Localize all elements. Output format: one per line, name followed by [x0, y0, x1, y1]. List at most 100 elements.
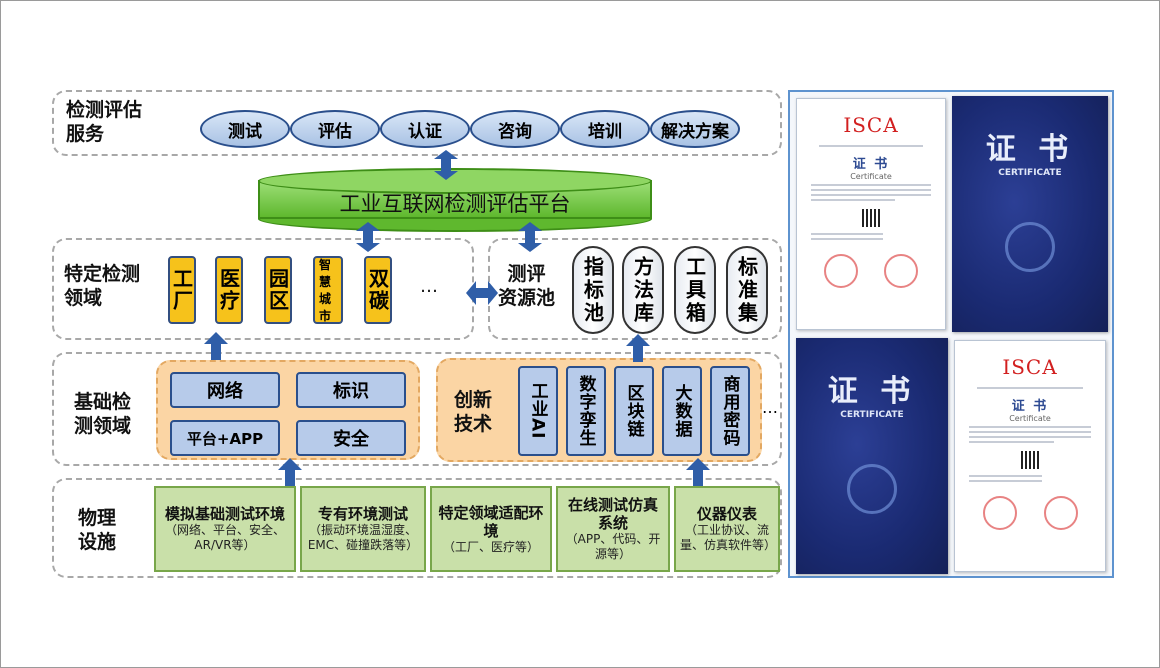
innov-industrial-ai: 工业AI — [518, 366, 558, 456]
facility-domain-sub: （工厂、医疗等） — [442, 539, 539, 554]
basic-identifier: 标识 — [296, 372, 406, 408]
innov-blockchain: 区块链 — [614, 366, 654, 456]
services-row — [52, 90, 782, 156]
facility-dedicated-env: 专有环境测试 （振动环境温湿度、EMC、碰撞跌落等） — [300, 486, 426, 572]
cert-blue-subtitle: CERTIFICATE — [840, 410, 904, 420]
pool-label: 测评 资源池 — [498, 262, 555, 310]
cert-text-line — [811, 238, 883, 240]
pool-toolbox: 工具箱 — [674, 246, 716, 334]
cert-text-line — [969, 436, 1091, 438]
pool-label-line1: 测评 — [507, 263, 546, 285]
services-label-line1: 检测评估 — [66, 99, 143, 121]
certificate-blue-bottom: 证 书 CERTIFICATE — [796, 338, 948, 574]
facility-domain-env: 特定领域适配环境 （工厂、医疗等） — [430, 486, 552, 572]
physical-label-line2: 设施 — [78, 531, 117, 553]
pool-label-line2: 资源池 — [498, 287, 556, 309]
basic-domain-row — [52, 352, 782, 466]
pool-index: 指标池 — [572, 246, 614, 334]
arrow-specific-pool — [466, 281, 498, 305]
facility-online-sub: （APP、代码、开源等） — [565, 532, 661, 561]
arrow-platform-pool — [518, 222, 542, 252]
service-test: 测试 — [200, 110, 290, 148]
domain-medical: 医疗 — [215, 256, 243, 324]
isca-logo: ISCA — [1002, 355, 1058, 379]
basic-label-line1: 基础检 — [74, 391, 132, 413]
innov-commercial-crypto: 商用密码 — [710, 366, 750, 456]
service-solution: 解决方案 — [650, 110, 740, 148]
domain-factory: 工厂 — [168, 256, 196, 324]
pool-method: 方法库 — [622, 246, 664, 334]
arrow-innov-to-pool — [626, 334, 650, 362]
facility-instruments-sub: （工业协议、流量、仿真软件等） — [680, 523, 777, 552]
facility-instruments: 仪器仪表 （工业协议、流量、仿真软件等） — [674, 486, 780, 572]
cert-text-line — [811, 189, 931, 191]
cert-subtitle: Certificate — [850, 172, 892, 181]
service-training: 培训 — [560, 110, 650, 148]
basic-label: 基础检 测领域 — [74, 390, 131, 438]
specific-label-line2: 领域 — [64, 287, 103, 309]
certificate-blue-top: 证 书 CERTIFICATE — [952, 96, 1108, 332]
stamp-icon — [1043, 496, 1078, 530]
services-label-line2: 服务 — [66, 123, 105, 145]
stamp-icon — [884, 254, 918, 288]
cert-text-line — [969, 480, 1043, 482]
certificate-white-bottom: ISCA 证 书 Certificate — [954, 340, 1106, 572]
basic-platform-app: 平台+APP — [170, 420, 280, 456]
specific-label-line1: 特定检测 — [64, 263, 141, 285]
cert-text-line — [811, 199, 895, 201]
facility-dedicated-title: 专有环境测试 — [317, 505, 408, 523]
domain-smart-city: 智慧城市 — [313, 256, 343, 324]
emblem-icon — [847, 464, 897, 514]
qr-code-icon — [1021, 451, 1039, 469]
facility-simulation-title: 模拟基础测试环境 — [164, 505, 285, 523]
innovation-ellipsis: … — [762, 398, 778, 417]
isca-logo: ISCA — [843, 113, 899, 137]
cert-text-line — [969, 441, 1055, 443]
facility-simulation-env: 模拟基础测试环境 （网络、平台、安全、AR/VR等） — [154, 486, 296, 572]
physical-label-line1: 物理 — [78, 507, 117, 529]
specific-ellipsis: … — [420, 276, 438, 297]
facility-online-title: 在线测试仿真系统 — [567, 496, 658, 532]
cert-text-line — [811, 194, 931, 196]
service-evaluate: 评估 — [290, 110, 380, 148]
specific-label: 特定检测 领域 — [64, 262, 140, 310]
arrow-basic-to-specific — [204, 332, 228, 360]
cert-text-line — [969, 426, 1091, 428]
qr-code-icon — [862, 209, 880, 227]
arrow-platform-services — [434, 150, 458, 180]
arrow-physical-to-basic — [278, 458, 302, 486]
emblem-icon — [1005, 222, 1055, 272]
domain-park: 园区 — [264, 256, 292, 324]
cert-text-line — [969, 431, 1091, 433]
facility-simulation-sub: （网络、平台、安全、AR/VR等） — [164, 523, 285, 552]
basic-label-line2: 测领域 — [74, 415, 132, 437]
facility-domain-title: 特定领域适配环境 — [438, 503, 544, 540]
stamp-icon — [982, 496, 1017, 530]
cert-blue-title: 证 书 — [827, 374, 917, 409]
cert-subtitle: Certificate — [1009, 414, 1051, 423]
innov-digital-twin: 数字孪生 — [566, 366, 606, 456]
innovation-label: 创新 技术 — [454, 388, 492, 436]
pool-standard: 标准集 — [726, 246, 768, 334]
basic-security: 安全 — [296, 420, 406, 456]
facility-online-sim: 在线测试仿真系统 （APP、代码、开源等） — [556, 486, 670, 572]
arrow-physical-to-innov — [686, 458, 710, 486]
facility-dedicated-sub: （振动环境温湿度、EMC、碰撞跌落等） — [307, 523, 419, 552]
cert-text-line — [811, 233, 883, 235]
physical-label: 物理 设施 — [78, 506, 116, 554]
service-consult: 咨询 — [470, 110, 560, 148]
cert-title: 证 书 — [1011, 399, 1049, 414]
service-certify: 认证 — [380, 110, 470, 148]
services-label: 检测评估 服务 — [66, 98, 142, 146]
facility-instruments-title: 仪器仪表 — [696, 505, 757, 523]
innovation-label-line1: 创新 — [454, 389, 493, 411]
domain-dual-carbon: 双碳 — [364, 256, 392, 324]
stamp-icon — [824, 254, 858, 288]
certificate-white-top: ISCA 证 书 Certificate — [796, 98, 946, 330]
arrow-platform-specific — [356, 222, 380, 252]
cert-title: 证 书 — [852, 157, 890, 172]
cert-blue-subtitle: CERTIFICATE — [998, 168, 1062, 178]
cert-text-line — [977, 387, 1083, 389]
innov-big-data: 大数据 — [662, 366, 702, 456]
innovation-label-line2: 技术 — [454, 413, 493, 435]
